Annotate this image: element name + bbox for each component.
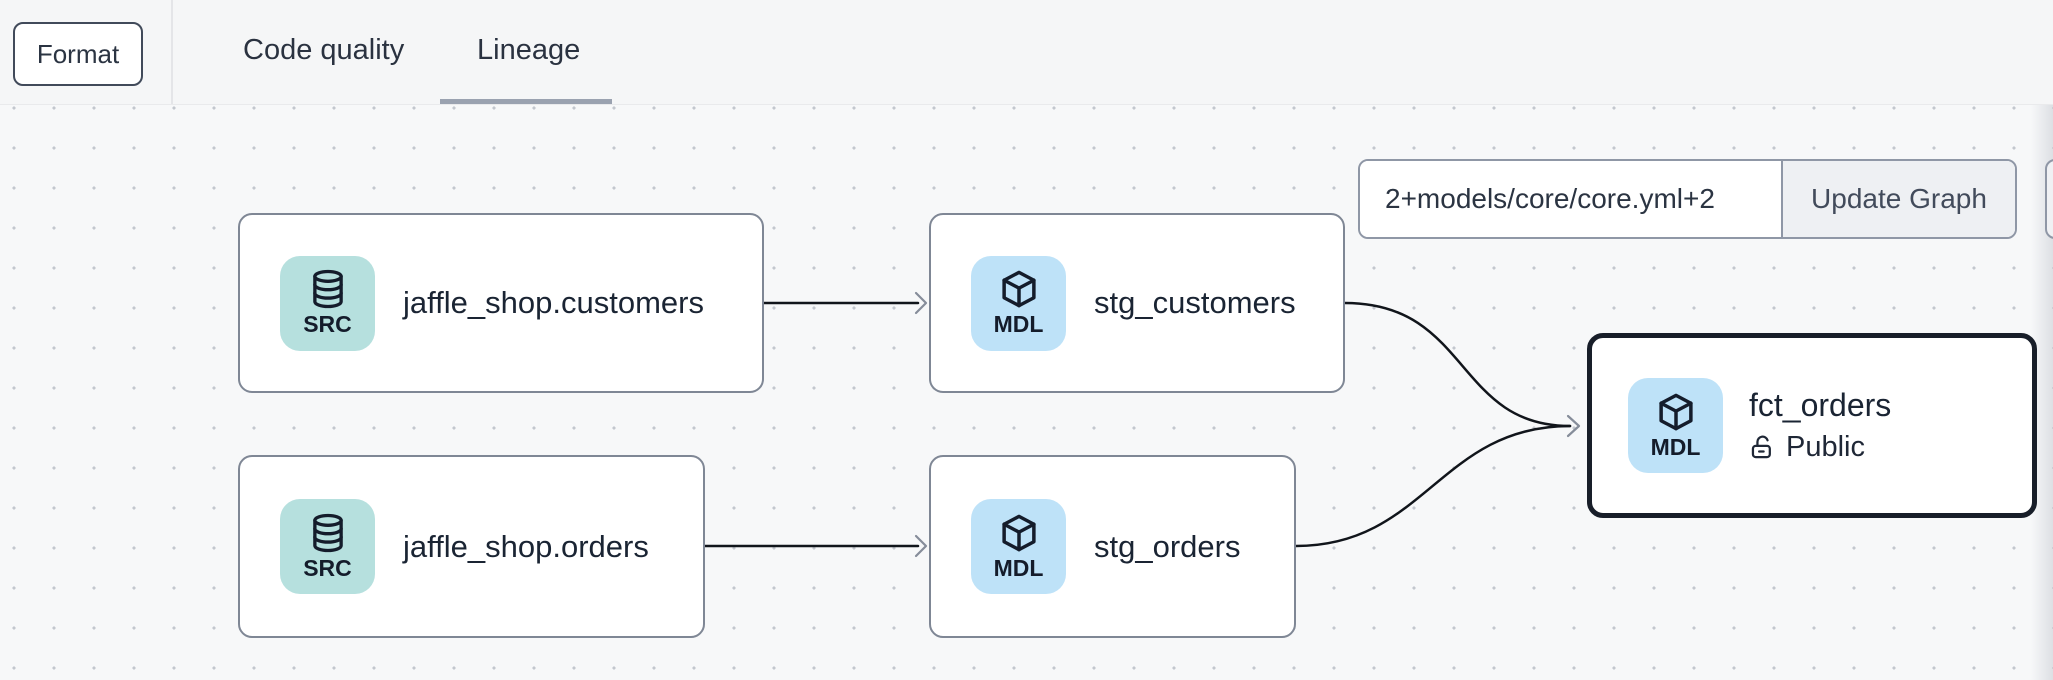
source-badge: SRC — [280, 255, 375, 351]
cube-icon — [1001, 514, 1036, 551]
badge-label: SRC — [303, 554, 352, 581]
node-label: fct_orders — [1749, 387, 1892, 423]
node-info: fct_orders Public — [1749, 387, 1891, 464]
editor-toolbar: Format Code quality Lineage — [0, 0, 2053, 105]
badge-label: MDL — [993, 554, 1044, 581]
model-badge: MDL — [1628, 378, 1723, 473]
clipped-button-right-edge[interactable] — [2045, 159, 2053, 239]
model-badge: MDL — [971, 499, 1066, 594]
access-label: Public — [1786, 431, 1865, 463]
active-tab-underline — [440, 99, 612, 104]
node-stg-orders[interactable]: MDL stg_orders — [929, 455, 1296, 638]
node-label: stg_customers — [1094, 285, 1296, 320]
node-jaffle-shop-orders[interactable]: SRC jaffle_shop.orders — [238, 455, 705, 638]
graph-selector-group: Update Graph — [1358, 159, 2017, 239]
model-selector-input[interactable] — [1360, 161, 1781, 237]
badge-label: MDL — [993, 311, 1044, 337]
badge-label: SRC — [303, 311, 352, 337]
model-badge: MDL — [971, 255, 1066, 351]
cube-icon — [1001, 270, 1036, 308]
database-icon — [312, 513, 343, 552]
node-label: jaffle_shop.orders — [403, 528, 649, 564]
node-label: stg_orders — [1094, 528, 1241, 564]
source-badge: SRC — [280, 499, 375, 594]
update-graph-button[interactable]: Update Graph — [1781, 161, 2015, 237]
lock-open-icon — [1751, 435, 1771, 459]
badge-label: MDL — [1650, 433, 1701, 460]
access-row: Public — [1749, 431, 1891, 464]
node-stg-customers[interactable]: MDL stg_customers — [929, 213, 1345, 393]
node-jaffle-shop-customers[interactable]: SRC jaffle_shop.customers — [238, 213, 764, 393]
cube-icon — [1658, 393, 1693, 430]
node-label: jaffle_shop.customers — [403, 285, 704, 320]
node-fct-orders-selected[interactable]: MDL fct_orders Public — [1587, 333, 2037, 518]
tab-code-quality[interactable]: Code quality — [243, 33, 405, 66]
tab-lineage[interactable]: Lineage — [477, 33, 581, 66]
database-icon — [312, 269, 343, 309]
toolbar-divider — [171, 0, 173, 104]
right-edge-shade — [2031, 105, 2053, 680]
format-button[interactable]: Format — [13, 22, 143, 86]
